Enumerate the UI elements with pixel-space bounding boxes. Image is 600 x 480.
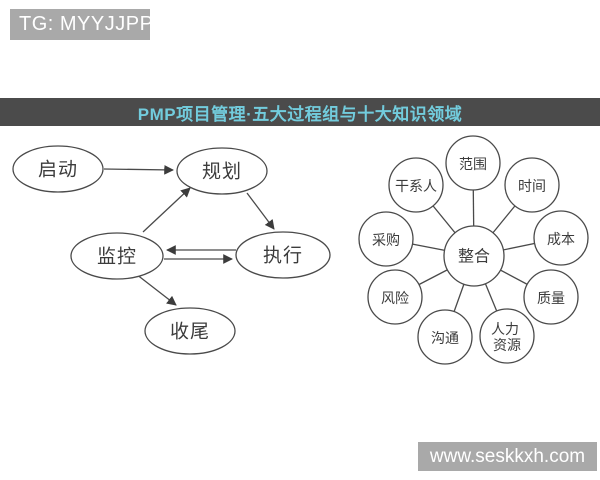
node-monitoring-label: 监控 xyxy=(97,246,137,268)
node-initiating-label: 启动 xyxy=(38,159,78,181)
node-communication xyxy=(417,309,473,365)
knowledge-area-diagram: 范围 时间 成本 质量 人力 资源 沟通 风险 采购 干系人 整合 xyxy=(358,135,589,365)
node-integration xyxy=(443,225,505,287)
edge-monitoring-to-planning-arrow xyxy=(142,187,191,233)
process-group-diagram: 启动 规划 监控 执行 收尾 xyxy=(12,145,331,355)
node-time xyxy=(504,157,560,213)
node-closing xyxy=(144,307,236,355)
title-bar: PMP项目管理·五大过程组与十大知识领域 xyxy=(0,98,600,126)
node-executing-label: 执行 xyxy=(263,245,303,267)
node-risk xyxy=(367,269,423,325)
node-procurement-label: 采购 xyxy=(372,232,400,248)
node-monitoring xyxy=(70,232,164,280)
node-time-label: 时间 xyxy=(518,178,546,194)
node-communication-label: 沟通 xyxy=(431,330,459,346)
node-cost-label: 成本 xyxy=(547,231,575,247)
node-risk-label: 风险 xyxy=(381,290,409,306)
node-planning-label: 规划 xyxy=(202,161,242,183)
node-hr xyxy=(479,308,535,364)
node-integration-label: 整合 xyxy=(458,248,490,266)
node-hr-label: 人力 资源 xyxy=(491,321,523,353)
edge-planning-to-executing-arrow xyxy=(246,192,275,230)
node-closing-label: 收尾 xyxy=(170,321,210,343)
node-cost xyxy=(533,210,589,266)
node-quality-label: 质量 xyxy=(537,290,565,306)
node-procurement xyxy=(358,211,414,267)
watermark: www.seskkxh.com xyxy=(418,442,597,471)
node-scope-label: 范围 xyxy=(459,156,487,172)
node-planning xyxy=(176,147,268,195)
node-scope xyxy=(445,135,501,191)
node-executing xyxy=(235,231,331,279)
edge-monitoring-to-closing-arrow xyxy=(135,273,177,306)
node-quality xyxy=(523,269,579,325)
node-initiating xyxy=(12,145,104,193)
page-title: PMP项目管理·五大过程组与十大知识领域 xyxy=(137,104,463,124)
node-stakeholder-label: 干系人 xyxy=(395,178,437,194)
node-stakeholder xyxy=(388,157,444,213)
edge-initiating-to-planning-arrow xyxy=(103,164,174,175)
tg-badge: TG: MYYJJPP xyxy=(10,9,153,40)
